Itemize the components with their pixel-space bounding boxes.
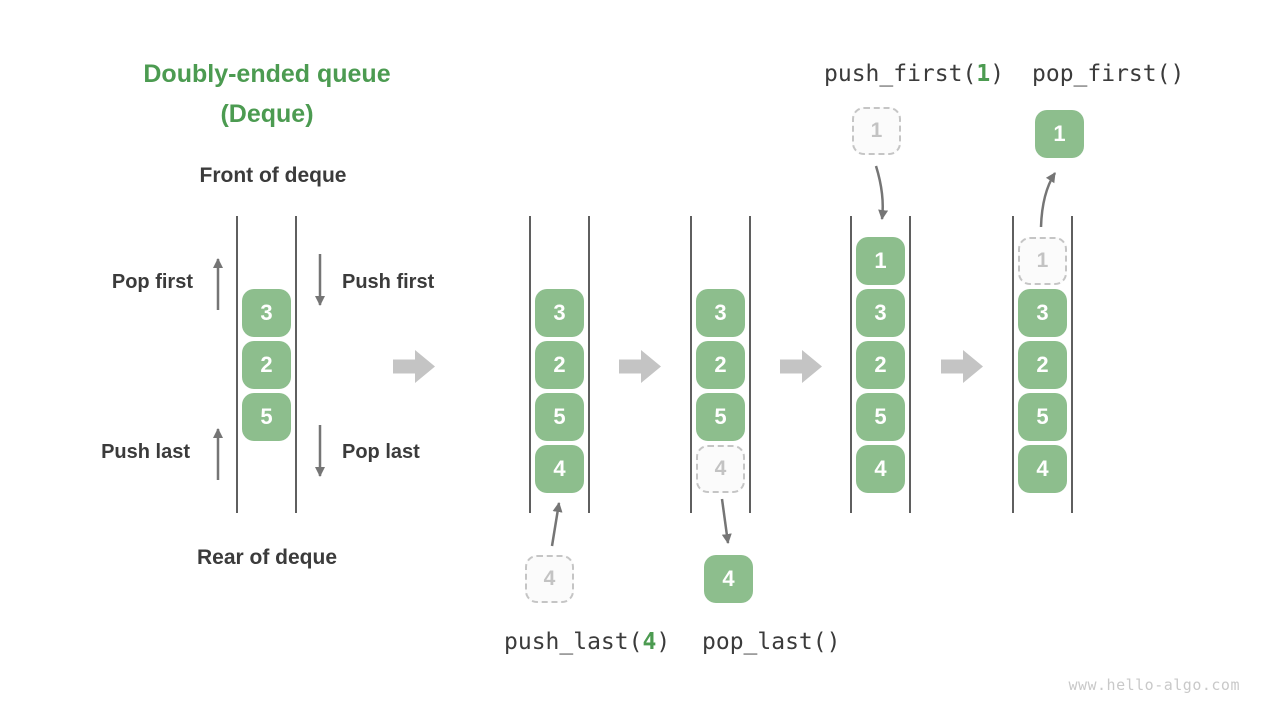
queue-slot-4: 4: [1018, 445, 1067, 493]
queue-slot-5: 5: [242, 393, 291, 441]
queue-slot-3: 3: [696, 289, 745, 337]
rear-of-deque-label: Rear of deque: [196, 546, 338, 569]
queue-slot-3: 3: [1018, 289, 1067, 337]
front-of-deque-label: Front of deque: [199, 164, 347, 187]
push-first-code-arg: 1: [976, 61, 991, 87]
queue-slot-3: 3: [535, 289, 584, 337]
queue-slot-2: 2: [535, 341, 584, 389]
queue-slot-5: 5: [535, 393, 584, 441]
pop-first-code-label: pop_first(): [1032, 61, 1184, 87]
queue-slot-5: 5: [856, 393, 905, 441]
pop-last-label: Pop last: [342, 441, 420, 463]
pop-last-code-text: pop_last(): [702, 629, 841, 655]
queue-slot-1: 1: [856, 237, 905, 285]
push-last-label: Push last: [101, 441, 190, 463]
queue-slot-1-dashed: 1: [1018, 237, 1067, 285]
pop-first-label: Pop first: [111, 271, 193, 293]
push-first-code-pre: push_first(: [824, 61, 977, 87]
queue-slot-3: 3: [856, 289, 905, 337]
page-title-line1: Doubly-ended queue: [143, 60, 391, 88]
flow-arrow-1-icon: [393, 350, 435, 383]
push-last-code-post: ): [656, 629, 671, 655]
queue-slot-2: 2: [856, 341, 905, 389]
queue-slot-3: 3: [242, 289, 291, 337]
push-first-label: Push first: [342, 271, 435, 293]
queue-slot-4: 4: [856, 445, 905, 493]
page-title: Doubly-ended queue (Deque): [87, 54, 447, 134]
queue-slot-4-dashed: 4: [696, 445, 745, 493]
push-first-incoming-box: 1: [852, 107, 901, 155]
pop-last-removed-box: 4: [704, 555, 753, 603]
insert-first-arrow-icon: [874, 165, 889, 220]
push-last-incoming-box: 4: [525, 555, 574, 603]
queue-slot-4: 4: [535, 445, 584, 493]
queue-slot-5: 5: [1018, 393, 1067, 441]
push-last-code-pre: push_last(: [504, 629, 643, 655]
queue-slot-2: 2: [242, 341, 291, 389]
pop-last-code-label: pop_last(): [702, 629, 840, 655]
page-title-line2: (Deque): [220, 100, 314, 128]
flow-arrow-2-icon: [619, 350, 661, 383]
queue-slot-5: 5: [696, 393, 745, 441]
pop-first-code-text: pop_first(): [1032, 61, 1185, 87]
pop-first-removed-box: 1: [1035, 110, 1084, 158]
flow-arrow-3-icon: [780, 350, 822, 383]
push-first-code-label: push_first(1): [824, 61, 1004, 87]
watermark: www.hello-algo.com: [1068, 676, 1240, 694]
push-last-code-label: push_last(4): [504, 629, 670, 655]
queue-slot-2: 2: [1018, 341, 1067, 389]
queue-slot-2: 2: [696, 341, 745, 389]
push-first-code-post: ): [990, 61, 1005, 87]
push-last-code-arg: 4: [642, 629, 657, 655]
flow-arrow-4-icon: [941, 350, 983, 383]
